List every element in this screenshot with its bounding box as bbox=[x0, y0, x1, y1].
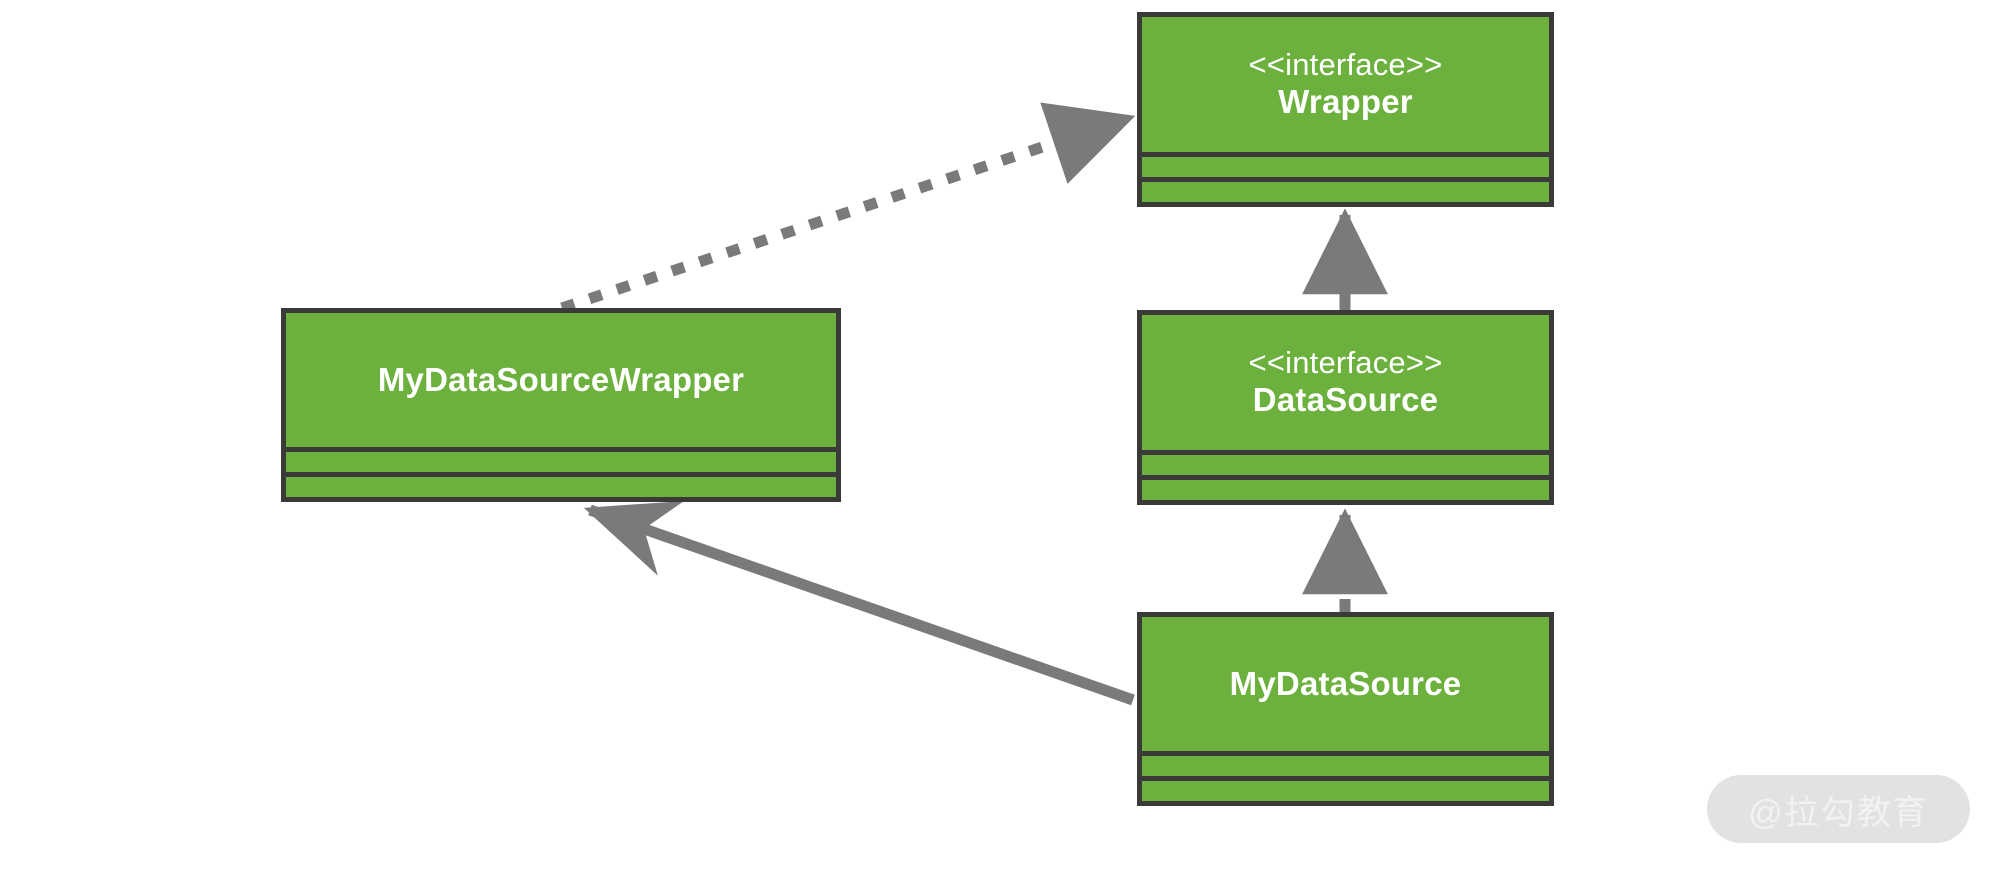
watermark-badge: @拉勾教育 bbox=[1707, 775, 1970, 843]
uml-class-wrapper[interactable]: <<interface>> Wrapper bbox=[1137, 12, 1554, 207]
uml-class-mydatasourcewrapper-name: MyDataSourceWrapper bbox=[377, 360, 745, 398]
uml-class-datasource[interactable]: <<interface>> DataSource bbox=[1137, 310, 1554, 505]
uml-class-mydatasourcewrapper-attributes-compartment bbox=[286, 447, 836, 472]
uml-class-mydatasource-operations-compartment bbox=[1142, 776, 1549, 801]
uml-class-wrapper-stereotype: <<interface>> bbox=[1248, 46, 1443, 82]
uml-class-mydatasource[interactable]: MyDataSource bbox=[1137, 612, 1554, 806]
edge-mydatasource-association bbox=[583, 500, 1135, 706]
uml-class-mydatasourcewrapper-header: MyDataSourceWrapper bbox=[286, 313, 836, 447]
uml-class-wrapper-attributes-compartment bbox=[1142, 152, 1549, 177]
uml-class-mydatasourcewrapper[interactable]: MyDataSourceWrapper bbox=[281, 308, 841, 502]
uml-class-datasource-operations-compartment bbox=[1142, 475, 1549, 500]
watermark-text: @拉勾教育 bbox=[1748, 793, 1929, 832]
edge-wrapper-realization bbox=[560, 102, 1136, 314]
uml-class-mydatasource-attributes-compartment bbox=[1142, 751, 1549, 776]
uml-class-datasource-stereotype: <<interface>> bbox=[1248, 344, 1443, 380]
uml-class-datasource-attributes-compartment bbox=[1142, 450, 1549, 475]
uml-class-mydatasource-name: MyDataSource bbox=[1229, 664, 1462, 702]
uml-class-wrapper-operations-compartment bbox=[1142, 177, 1549, 202]
uml-class-wrapper-name: Wrapper bbox=[1278, 83, 1413, 121]
uml-class-wrapper-header: <<interface>> Wrapper bbox=[1142, 17, 1549, 152]
uml-class-mydatasource-header: MyDataSource bbox=[1142, 617, 1549, 751]
uml-class-mydatasourcewrapper-operations-compartment bbox=[286, 472, 836, 497]
uml-class-datasource-header: <<interface>> DataSource bbox=[1142, 315, 1549, 450]
uml-class-datasource-name: DataSource bbox=[1252, 381, 1439, 419]
